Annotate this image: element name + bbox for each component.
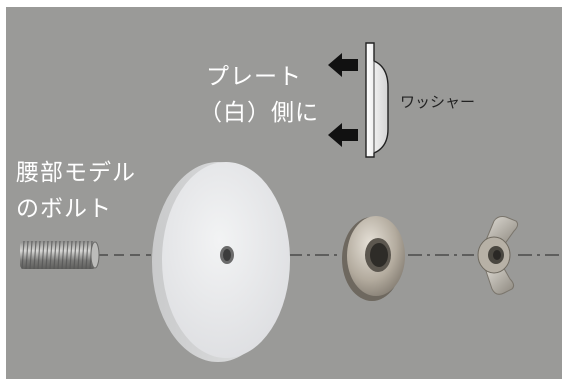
assembly-illustration — [20, 42, 562, 362]
washer-label: ワッシャー — [400, 93, 476, 111]
diagram-canvas: プレート （白）側に ワッシャー 腰部モデル のボルト — [6, 7, 562, 379]
washer — [342, 216, 405, 301]
arrow-left-top — [328, 53, 358, 77]
plate-side-label-line2: （白）側に — [199, 100, 319, 126]
washer-side-view — [365, 42, 389, 158]
wing-nut — [477, 216, 519, 295]
plate-side-label-line1: プレート — [206, 64, 302, 90]
direction-arrows — [328, 53, 358, 147]
bolt — [20, 240, 100, 270]
bolt-label-line1: 腰部モデル — [16, 160, 136, 186]
white-plate — [152, 162, 290, 362]
arrow-left-bottom — [328, 123, 358, 147]
bolt-label-line2: のボルト — [16, 196, 112, 222]
